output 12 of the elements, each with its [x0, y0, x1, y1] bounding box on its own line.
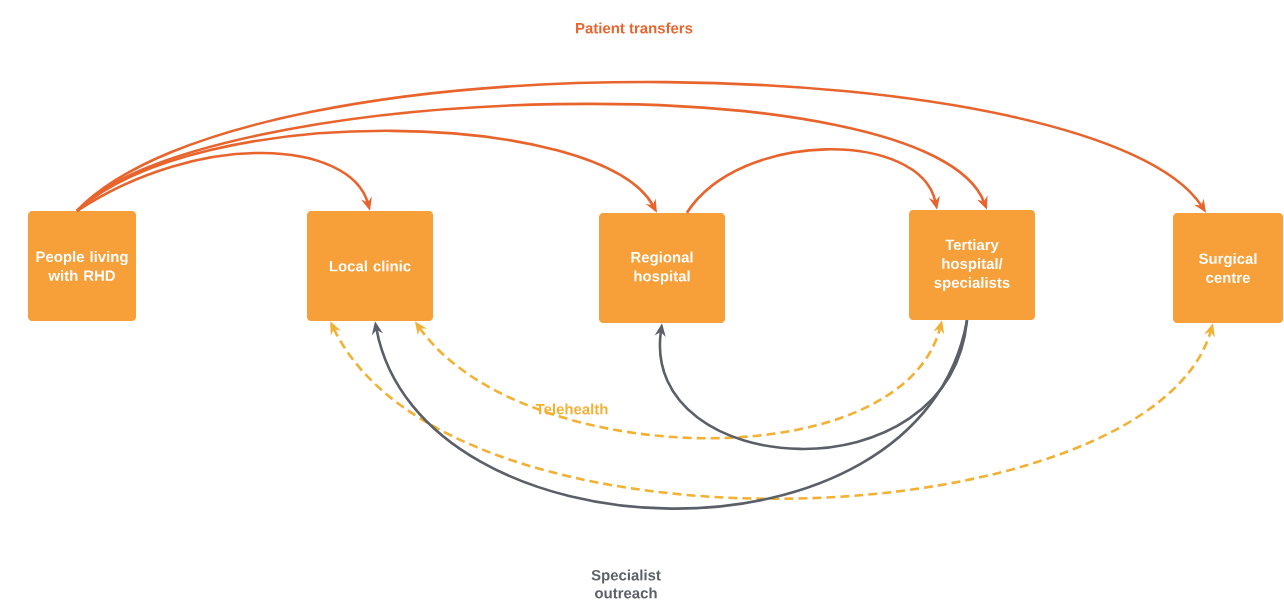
- group-label: Specialist outreach: [591, 569, 661, 599]
- process-box: Regional hospital: [599, 213, 725, 323]
- arrow: [76, 151, 372, 212]
- process-box: Local clinic: [307, 211, 433, 321]
- arrow: [371, 319, 969, 510]
- arrow: [685, 148, 940, 214]
- group-label: Patient transfers: [576, 22, 693, 34]
- process-box: Tertiary hospital/ specialists: [909, 210, 1035, 320]
- group-label: Telehealth: [535, 403, 608, 415]
- arrow: [76, 102, 988, 212]
- process-box: People living with RHD: [28, 211, 136, 321]
- process-box: Surgical centre: [1173, 213, 1283, 323]
